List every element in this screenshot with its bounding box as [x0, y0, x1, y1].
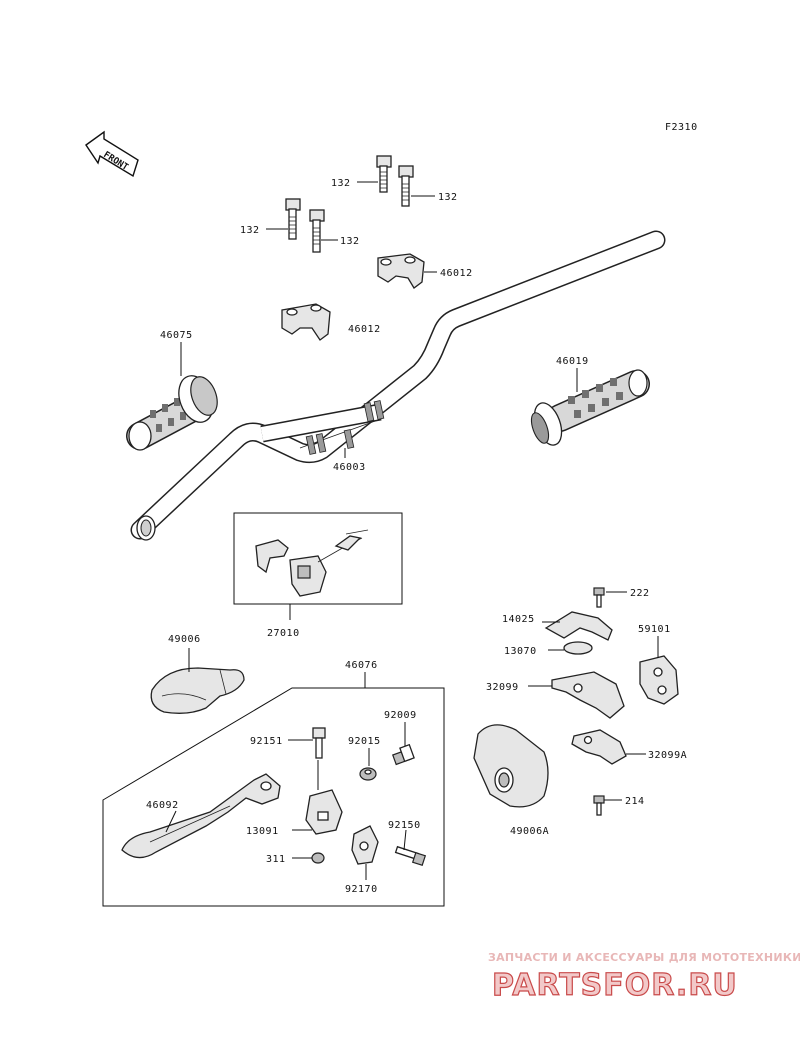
screw-214 [593, 795, 605, 816]
label-132-d: 132 [340, 236, 360, 247]
bolt-132-icon [376, 155, 392, 193]
bolt-132-icon [285, 198, 301, 240]
label-46019: 46019 [556, 356, 589, 367]
screw-222 [593, 587, 605, 608]
nut-311 [311, 852, 325, 864]
plate-13070 [563, 641, 593, 655]
handlebar-holder-upper [377, 253, 425, 289]
guard-59101 [639, 655, 679, 705]
bolt-132-icon [309, 209, 325, 253]
label-92015: 92015 [348, 736, 381, 747]
label-311: 311 [266, 854, 286, 865]
label-14025: 14025 [502, 614, 535, 625]
lever-assembly-box [102, 687, 445, 907]
bolt-132-icon [398, 165, 414, 207]
watermark-tagline: ЗАПЧАСТИ И АКСЕССУАРЫ ДЛЯ МОТОТЕХНИКИ [488, 951, 800, 964]
watermark-logo: ЗАПЧАСТИ И АКСЕССУАРЫ ДЛЯ МОТОТЕХНИКИ PA… [488, 951, 800, 1004]
engine-stop-switch [255, 529, 369, 597]
label-32099: 32099 [486, 682, 519, 693]
label-132-b: 132 [438, 192, 458, 203]
clutch-lever [121, 773, 281, 859]
bolt-92150 [394, 845, 427, 867]
front-arrow-icon: FRONT [85, 130, 139, 178]
watermark-logo-text: PARTSFOR.RU [492, 968, 738, 1003]
throttle-housing-32099 [551, 671, 625, 719]
bolt-92151 [312, 727, 326, 759]
label-46012-lower: 46012 [348, 324, 381, 335]
lever-bracket [305, 789, 343, 835]
label-92150: 92150 [388, 820, 421, 831]
label-59101: 59101 [638, 624, 671, 635]
lever-guard [150, 667, 245, 714]
handlebar-holder-lower [281, 303, 331, 341]
label-49006a: 49006A [510, 826, 549, 837]
throttle-cover-14025 [544, 611, 613, 641]
handlebar [130, 230, 666, 541]
label-27010: 27010 [267, 628, 300, 639]
label-13070: 13070 [504, 646, 537, 657]
label-32099a: 32099A [648, 750, 687, 761]
adjuster-92009 [392, 743, 415, 766]
label-222: 222 [630, 588, 650, 599]
throttle-housing-32099a [571, 729, 627, 765]
switch-assembly-box [233, 512, 403, 605]
label-214: 214 [625, 796, 645, 807]
label-49006: 49006 [168, 634, 201, 645]
label-13091: 13091 [246, 826, 279, 837]
label-92151: 92151 [250, 736, 283, 747]
label-92009: 92009 [384, 710, 417, 721]
label-46076: 46076 [345, 660, 378, 671]
label-46003: 46003 [333, 462, 366, 473]
clamp-92170 [351, 825, 379, 865]
left-grip [126, 375, 218, 451]
label-46092: 46092 [146, 800, 179, 811]
collar-92015 [359, 767, 377, 781]
label-132-a: 132 [331, 178, 351, 189]
label-132-c: 132 [240, 225, 260, 236]
figure-code: F2310 [665, 122, 698, 133]
guard-49006a [473, 724, 549, 808]
label-92170: 92170 [345, 884, 378, 895]
label-46075: 46075 [160, 330, 193, 341]
right-grip [530, 369, 650, 446]
label-46012-upper: 46012 [440, 268, 473, 279]
